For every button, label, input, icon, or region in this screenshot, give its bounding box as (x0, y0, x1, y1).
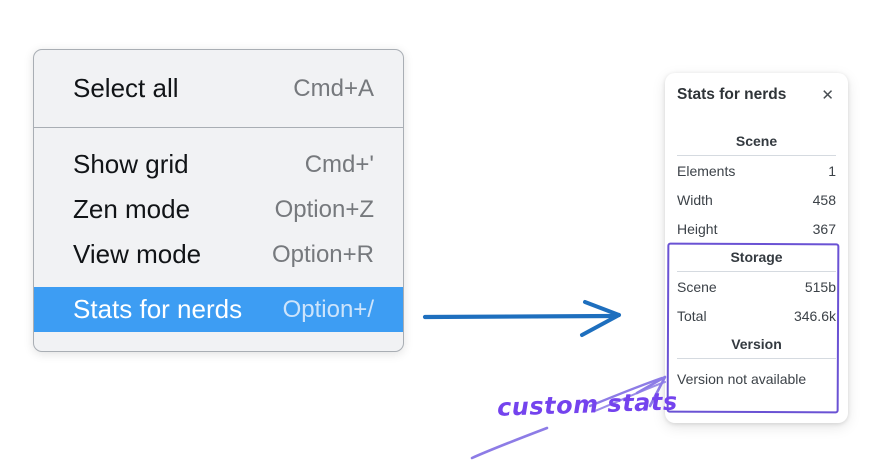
menu-item-shortcut: Cmd+' (304, 150, 374, 178)
stats-panel-header: Stats for nerds ✕ (677, 85, 836, 105)
menu-item-label: Show grid (73, 149, 189, 179)
scene-section-heading: Scene (677, 127, 836, 156)
stat-row-width: Width 458 (677, 185, 836, 214)
menu-item-select-all[interactable]: Select all Cmd+A (34, 66, 403, 111)
stat-value: 367 (812, 220, 836, 237)
menu-item-shortcut: Option+Z (274, 195, 374, 223)
menu-item-show-grid[interactable]: Show grid Cmd+' (34, 142, 403, 187)
menu-item-label: Select all (73, 73, 179, 103)
stat-row-height: Height 367 (677, 214, 836, 243)
menu-item-label: Zen mode (73, 194, 191, 224)
stat-value: 458 (812, 191, 836, 208)
menu-item-view-mode[interactable]: View mode Option+R (34, 232, 403, 277)
menu-item-shortcut: Cmd+A (293, 74, 374, 102)
stat-label: Scene (677, 278, 717, 295)
close-button[interactable]: ✕ (819, 86, 836, 105)
stat-label: Width (677, 191, 713, 208)
menu-item-shortcut: Option+/ (282, 295, 374, 323)
stats-panel-title: Stats for nerds (677, 86, 787, 103)
menu-item-label: Stats for nerds (73, 294, 243, 324)
storage-section-heading: Storage (677, 243, 836, 272)
stat-row-storage-total: Total 346.6k (677, 301, 836, 330)
stat-value: 515b (804, 278, 836, 295)
annotation-label: custom stats (496, 387, 679, 422)
menu-item-stats-for-nerds[interactable]: Stats for nerds Option+/ (34, 287, 403, 332)
menu-to-panel-arrow (422, 300, 621, 337)
context-menu: Select all Cmd+A Show grid Cmd+' Zen mod… (33, 49, 404, 352)
stat-label: Elements (677, 162, 736, 179)
stat-label: Total (677, 307, 707, 324)
close-icon: ✕ (821, 86, 834, 104)
stat-value: 346.6k (793, 307, 836, 324)
menu-divider (34, 127, 403, 128)
stats-panel: Stats for nerds ✕ Scene Elements 1 Width… (665, 73, 848, 423)
stat-row-storage-scene: Scene 515b (677, 272, 836, 301)
menu-item-label: View mode (73, 239, 202, 269)
stat-row-elements: Elements 1 (677, 156, 836, 185)
version-section-heading: Version (677, 330, 836, 359)
stat-label: Height (677, 220, 718, 237)
menu-item-zen-mode[interactable]: Zen mode Option+Z (34, 187, 403, 232)
stat-value: 1 (828, 162, 836, 179)
menu-item-shortcut: Option+R (271, 240, 374, 268)
version-note: Version not available (677, 371, 807, 387)
